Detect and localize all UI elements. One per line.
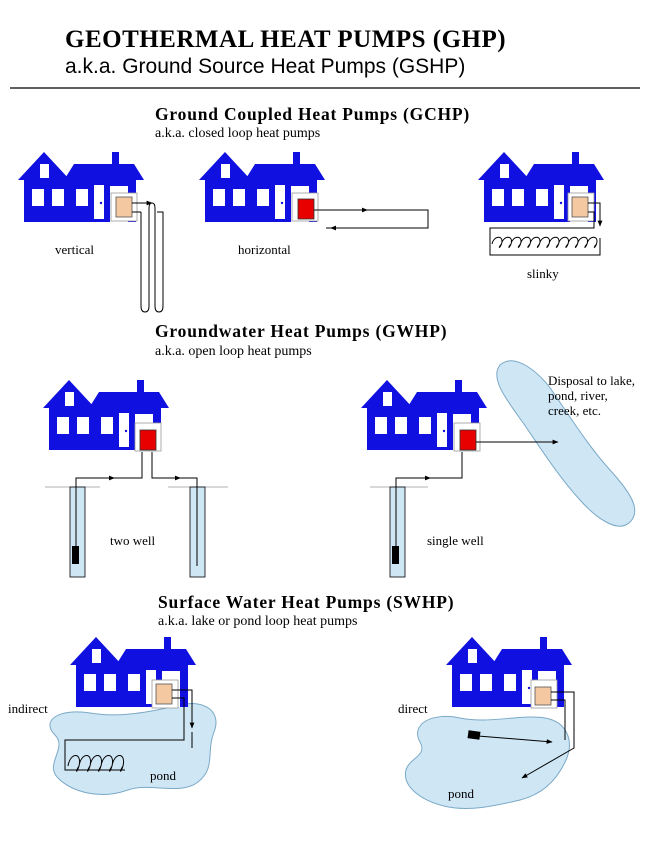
intake-pipe bbox=[551, 699, 566, 740]
label-slinky: slinky bbox=[527, 266, 559, 281]
supply-pipe bbox=[75, 452, 143, 546]
intake-arrow bbox=[477, 735, 553, 744]
label-pond-right: pond bbox=[448, 786, 475, 801]
swhp-title: Surface Water Heat Pumps (SWHP) bbox=[158, 592, 454, 612]
label-pond-left: pond bbox=[150, 768, 177, 783]
pond-loop-pipe bbox=[64, 697, 185, 771]
horizontal-ground-loop bbox=[314, 209, 429, 229]
lake-shape bbox=[496, 360, 636, 527]
heat-pump-unit-tan bbox=[115, 196, 133, 218]
gchp-title: Ground Coupled Heat Pumps (GCHP) bbox=[155, 104, 470, 124]
gchp-subtitle: a.k.a. closed loop heat pumps bbox=[155, 126, 320, 141]
heat-pump-unit-tan bbox=[155, 683, 173, 705]
heat-pump-unit-tan bbox=[534, 686, 552, 706]
well-pump bbox=[72, 546, 79, 564]
pond-coil bbox=[67, 755, 125, 772]
slinky-loop-frame bbox=[489, 211, 601, 256]
gwhp-title: Groundwater Heat Pumps (GWHP) bbox=[155, 321, 447, 341]
gchp-vertical-diagram bbox=[18, 152, 164, 313]
label-disposal-line-2: pond, river, bbox=[548, 388, 608, 403]
swhp-subtitle: a.k.a. lake or pond loop heat pumps bbox=[158, 614, 357, 629]
vertical-ground-loop bbox=[140, 202, 164, 313]
gchp-slinky-diagram bbox=[478, 152, 604, 256]
label-single-well: single well bbox=[427, 533, 484, 548]
heat-pump-unit-red bbox=[139, 429, 157, 451]
pond-shape bbox=[49, 703, 217, 795]
gwhp-subtitle: a.k.a. open loop heat pumps bbox=[155, 344, 312, 359]
label-disposal-line-1: Disposal to lake, bbox=[548, 373, 635, 388]
gchp-horizontal-diagram bbox=[199, 152, 429, 231]
label-horizontal: horizontal bbox=[238, 242, 291, 257]
label-direct: direct bbox=[398, 701, 428, 716]
label-two-well: two well bbox=[110, 533, 156, 548]
label-indirect: indirect bbox=[8, 701, 48, 716]
label-vertical: vertical bbox=[55, 242, 94, 257]
gwhp-single-well-diagram bbox=[361, 360, 636, 578]
supply-arrow bbox=[588, 202, 603, 227]
heat-pump-unit-red bbox=[459, 429, 477, 451]
slinky-coil bbox=[491, 236, 598, 248]
supply-arrow bbox=[172, 689, 195, 729]
swhp-direct-diagram bbox=[404, 637, 575, 809]
heat-pump-unit-tan bbox=[571, 196, 589, 218]
pond-shape bbox=[404, 716, 570, 809]
intake-pump bbox=[467, 730, 481, 740]
well-pump bbox=[392, 546, 399, 564]
page-subtitle: a.k.a. Ground Source Heat Pumps (GSHP) bbox=[65, 55, 465, 78]
page-title: GEOTHERMAL HEAT PUMPS (GHP) bbox=[65, 26, 506, 53]
label-disposal-line-3: creek, etc. bbox=[548, 403, 601, 418]
gwhp-two-well-diagram bbox=[43, 380, 228, 578]
discharge-pipe bbox=[521, 691, 575, 779]
swhp-indirect-diagram bbox=[49, 637, 217, 795]
heat-pump-unit-red bbox=[297, 198, 315, 220]
supply-pipe bbox=[395, 452, 463, 546]
